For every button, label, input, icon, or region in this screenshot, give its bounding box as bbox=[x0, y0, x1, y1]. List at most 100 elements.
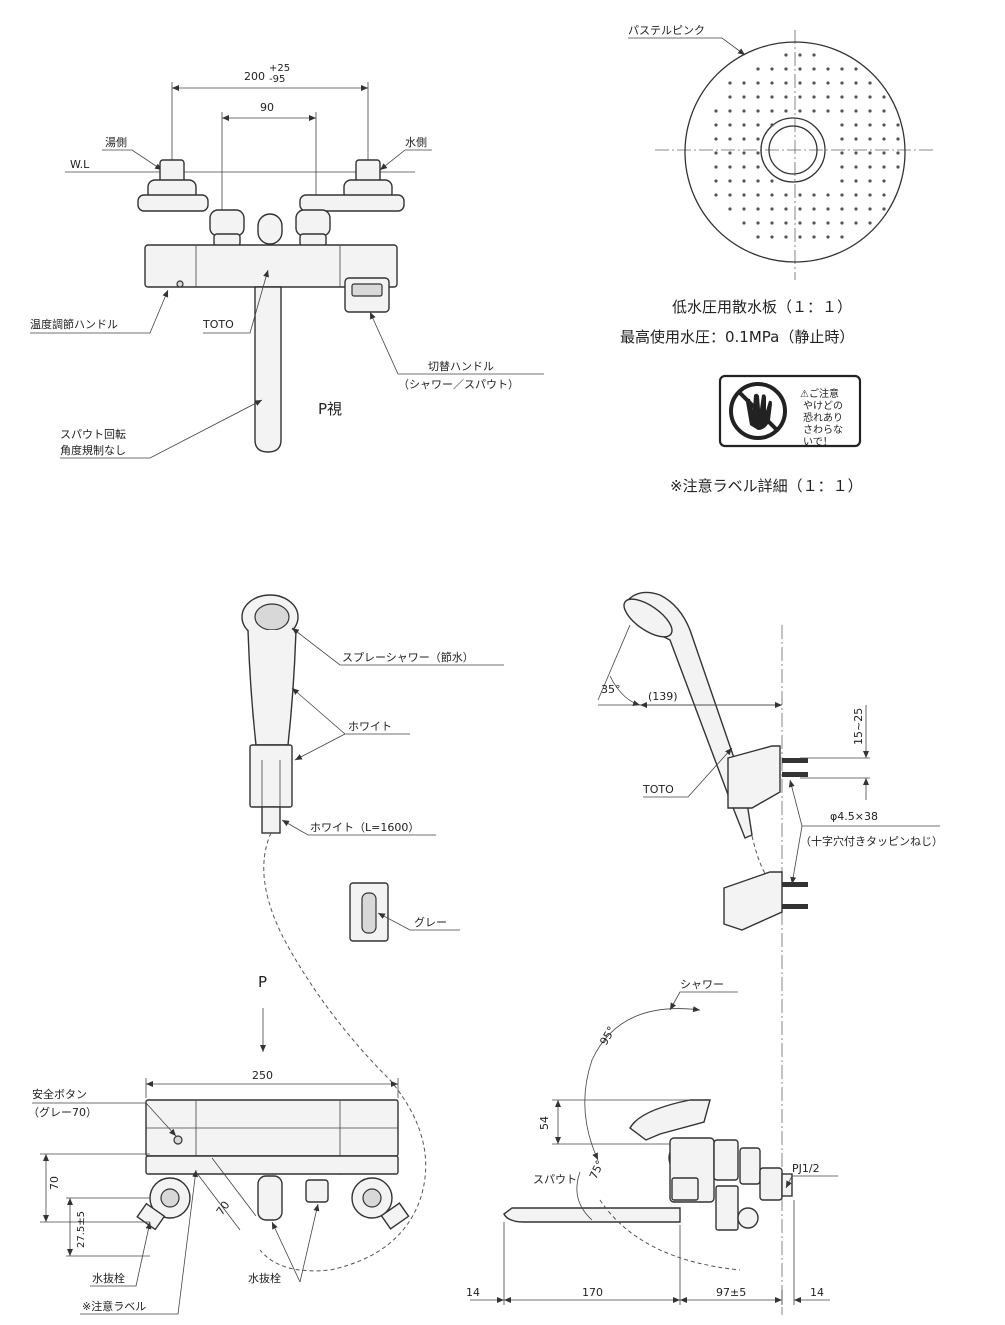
switch-handle-side bbox=[629, 1099, 711, 1141]
spray-hole bbox=[756, 109, 760, 113]
right-connector bbox=[295, 209, 331, 237]
spray-hole bbox=[798, 53, 802, 57]
spray-hole bbox=[826, 235, 830, 239]
spray-hole bbox=[742, 137, 746, 141]
spray-hole bbox=[770, 221, 774, 225]
spray-hole bbox=[868, 95, 872, 99]
pj-label: PJ1/2 bbox=[792, 1162, 820, 1175]
spray-hole bbox=[770, 193, 774, 197]
safety-button[interactable] bbox=[173, 1135, 183, 1145]
spray-hole bbox=[854, 109, 858, 113]
plate-subtitle: 最高使用水圧：0.1MPa（静止時） bbox=[620, 328, 854, 346]
spray-hole bbox=[728, 137, 732, 141]
plate-inner-ring bbox=[768, 125, 818, 175]
spray-hole bbox=[784, 109, 788, 113]
spray-hole bbox=[756, 179, 760, 183]
shower-plate-outline bbox=[684, 41, 906, 263]
spray-hole bbox=[840, 151, 844, 155]
spray-hole bbox=[812, 67, 816, 71]
spray-hole bbox=[854, 137, 858, 141]
spray-hole bbox=[798, 193, 802, 197]
spray-hole bbox=[770, 95, 774, 99]
dim-139: (139) bbox=[648, 690, 678, 703]
p-arrow-label: P bbox=[258, 973, 267, 991]
spray-hole bbox=[826, 207, 830, 211]
spray-hole bbox=[882, 165, 886, 169]
caution-label-title: ※注意ラベル詳細（１：１） bbox=[670, 477, 863, 495]
spray-hole bbox=[854, 165, 858, 169]
dim-tol-minus: -95 bbox=[269, 74, 285, 85]
spray-hole bbox=[868, 109, 872, 113]
spray-hole bbox=[854, 221, 858, 225]
spray-hole bbox=[840, 67, 844, 71]
plate-color-label: パステルピンク bbox=[628, 24, 705, 37]
caution-line-5: いで！ bbox=[803, 437, 833, 448]
spray-hole bbox=[854, 67, 858, 71]
gray-label: グレー bbox=[414, 915, 447, 929]
spray-hole bbox=[840, 165, 844, 169]
dim-70-diagonal: 70 bbox=[214, 1199, 233, 1218]
spray-hole bbox=[812, 95, 816, 99]
spray-hole bbox=[742, 151, 746, 155]
spray-shower-label: スプレーシャワー（節水） bbox=[342, 650, 474, 664]
spray-hole bbox=[812, 207, 816, 211]
dim-15-25: 15~25 bbox=[852, 708, 865, 745]
spray-hole bbox=[728, 123, 732, 127]
spray-hole bbox=[756, 207, 760, 211]
spray-hole bbox=[742, 109, 746, 113]
right-side-view: 35° (139) 15~25 TOTO φ4.5×38 （十字穴付きタッピンね… bbox=[466, 591, 943, 1315]
spray-hole bbox=[840, 179, 844, 183]
shower-plate-view: パステルピンク 低水圧用散水板（１：１） 最高使用水圧：0.1MPa（静止時） bbox=[620, 24, 935, 346]
spray-hole bbox=[854, 207, 858, 211]
dim-97: 97±5 bbox=[716, 1286, 746, 1299]
cold-elbow bbox=[299, 159, 405, 212]
spray-hole bbox=[784, 221, 788, 225]
spray-hole bbox=[868, 165, 872, 169]
spray-hole bbox=[854, 123, 858, 127]
dim-54: 54 bbox=[538, 1116, 551, 1130]
wall-nut bbox=[759, 1167, 783, 1201]
spout-side bbox=[503, 1207, 681, 1223]
spray-hole bbox=[728, 95, 732, 99]
spray-hole bbox=[742, 207, 746, 211]
spray-hole bbox=[714, 179, 718, 183]
spray-hole bbox=[840, 221, 844, 225]
spray-hole bbox=[728, 193, 732, 197]
spray-hole bbox=[868, 81, 872, 85]
spray-hole bbox=[840, 123, 844, 127]
spray-hole bbox=[756, 221, 760, 225]
toto-label: TOTO bbox=[202, 318, 234, 331]
spray-hole bbox=[784, 193, 788, 197]
spray-hole bbox=[742, 95, 746, 99]
dim-27: 27.5±5 bbox=[76, 1211, 87, 1248]
front-view: P 250 70 27.5±5 70 安 bbox=[28, 973, 410, 1315]
spray-hole bbox=[756, 165, 760, 169]
caution-label-frame bbox=[718, 374, 862, 448]
caution-line-3: 恐れあり bbox=[803, 412, 843, 424]
spray-hole bbox=[742, 81, 746, 85]
spray-hole bbox=[812, 53, 816, 57]
spray-hole bbox=[882, 123, 886, 127]
spray-hole bbox=[868, 221, 872, 225]
spray-hole bbox=[896, 137, 900, 141]
spray-hole bbox=[756, 123, 760, 127]
spray-hole bbox=[882, 137, 886, 141]
plate-inner-ring-outer bbox=[760, 117, 826, 183]
spray-hole bbox=[882, 207, 886, 211]
wl-label: W.L bbox=[70, 158, 90, 171]
caution-label-label: ※注意ラベル bbox=[82, 1299, 146, 1313]
dim-14-left: 14 bbox=[466, 1286, 480, 1299]
spout-rotation-label-1: スパウト回転 bbox=[60, 428, 126, 441]
spray-hole bbox=[784, 207, 788, 211]
spout bbox=[254, 286, 282, 453]
spray-hole bbox=[826, 95, 830, 99]
spout-rotation-label-2: 角度規制なし bbox=[60, 443, 126, 457]
spray-hole bbox=[798, 81, 802, 85]
spray-hole bbox=[756, 235, 760, 239]
top-view: W.L 200 +25 -95 90 湯側 水側 bbox=[30, 63, 544, 459]
spray-hole bbox=[840, 95, 844, 99]
plate-title: 低水圧用散水板（１：１） bbox=[672, 298, 852, 316]
dim-overall: 200 bbox=[244, 70, 265, 83]
spray-hole bbox=[882, 193, 886, 197]
spray-hole bbox=[756, 81, 760, 85]
